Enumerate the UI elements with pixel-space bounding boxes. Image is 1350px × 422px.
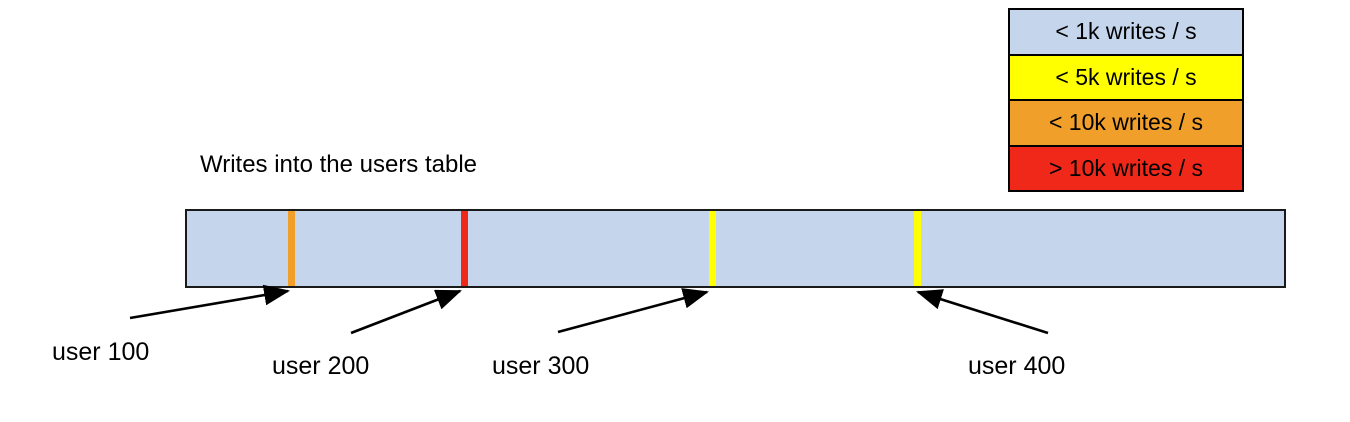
chart-title: Writes into the users table [200,151,478,178]
arrow-user-300 [557,288,710,334]
users-table-bar [185,209,1286,288]
callout-label-user-200: user 200 [272,352,370,380]
marker-user-100 [288,211,295,286]
arrow-user-200 [350,289,462,335]
marker-user-200 [461,211,468,286]
legend-item-label: > 10k writes / s [1048,154,1204,181]
legend-item-over-10k: > 10k writes / s [1010,146,1242,190]
writes-rate-legend: < 1k writes / s < 5k writes / s < 10k wr… [1008,8,1244,192]
legend-item-label: < 1k writes / s [1055,18,1197,45]
legend-item-label: < 10k writes / s [1048,109,1204,136]
callout-label-user-100: user 100 [52,338,150,366]
marker-user-300 [709,211,716,286]
legend-item-label: < 5k writes / s [1055,63,1197,90]
legend-item-under-10k: < 10k writes / s [1010,101,1242,147]
callout-label-user-300: user 300 [492,352,590,380]
marker-user-400 [914,211,921,286]
legend-item-under-5k: < 5k writes / s [1010,55,1242,101]
arrow-user-400 [916,289,1049,335]
callout-label-user-400: user 400 [968,352,1066,380]
arrow-user-100 [129,284,291,320]
legend-item-under-1k: < 1k writes / s [1010,10,1242,56]
